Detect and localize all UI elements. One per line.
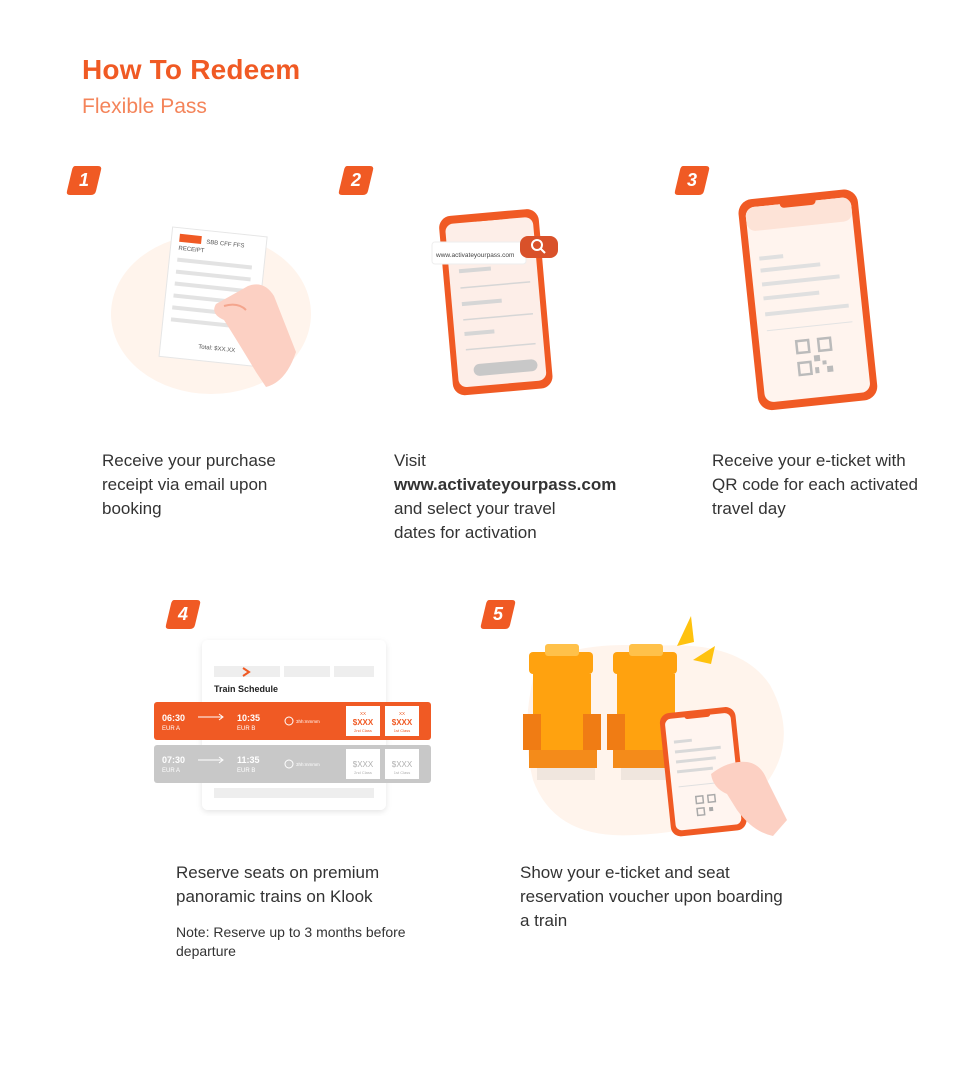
page-subtitle: Flexible Pass (82, 95, 207, 118)
schedule-row-2[interactable]: 07:30 EUR A 11:35 EUR B 3hh:mmmm $XXX 2n… (154, 745, 431, 783)
step-1-number: 1 (78, 170, 89, 190)
search-icon (531, 239, 543, 251)
qr-code-icon (694, 793, 717, 817)
row-1-price1: $XXX (353, 718, 374, 727)
row-2-depart-station: EUR A (162, 768, 180, 774)
row-2-arrive-station: EUR B (237, 768, 255, 774)
row-1-price1-label: 2nd Class (354, 728, 372, 733)
step-4-number: 4 (177, 604, 188, 624)
step-4-badge: 4 (165, 598, 201, 630)
row-1-price2: $XXX (392, 718, 413, 727)
row-1-price2-top: XX (399, 711, 405, 716)
row-2-duration: 3hh:mmmm (296, 762, 320, 767)
receipt-illustration: SBB CFF FFS RECEIPT Total: $XX.XX (106, 222, 321, 397)
step-1-description: Receive your purchase receipt via email … (102, 451, 276, 518)
url-bar-text: www.activateyourpass.com (435, 252, 514, 259)
step-1-badge: 1 (66, 164, 102, 196)
step-5-description: Show your e-ticket and seat reservation … (520, 863, 783, 930)
activate-pass-link[interactable]: www.activateyourpass.com (394, 475, 617, 494)
row-2-price2-label: 1st Class (394, 770, 410, 775)
qr-code-icon (794, 336, 834, 377)
receipt-total: Total: $XX.XX (198, 344, 235, 354)
step-3-number: 3 (686, 170, 697, 190)
row-1-depart-station: EUR A (162, 726, 180, 732)
step-2-badge: 2 (338, 164, 374, 196)
row-1-depart-time: 06:30 (162, 713, 185, 723)
sparkle-icon (677, 616, 694, 646)
schedule-row-1[interactable]: 06:30 EUR A 10:35 EUR B 3hh:mmmm XX $XXX… (154, 702, 431, 740)
row-2-price1: $XXX (353, 760, 374, 769)
row-1-duration: 3hh:mmmm (296, 719, 320, 724)
step-2-prefix: Visit (394, 451, 426, 470)
train-schedule-illustration: Train Schedule 06:30 EUR A 10:35 EUR B 3… (154, 636, 434, 816)
row-1-price1-top: XX (360, 711, 366, 716)
row-2-depart-time: 07:30 (162, 755, 185, 765)
row-1-arrive-time: 10:35 (237, 713, 260, 723)
step-4-note: Note: Reserve up to 3 months before depa… (176, 924, 406, 959)
sparkle-icon (693, 646, 715, 664)
phone-eticket-illustration (726, 186, 886, 416)
row-2-price2: $XXX (392, 760, 413, 769)
phone-activation-illustration: www.activateyourpass.com (428, 204, 568, 404)
step-2-number: 2 (350, 170, 361, 190)
row-1-arrive-station: EUR B (237, 726, 255, 732)
seats-phone-illustration (515, 610, 800, 855)
schedule-title: Train Schedule (214, 684, 278, 694)
step-2-description: Visit www.activateyourpass.com and selec… (394, 449, 654, 545)
step-4-description: Reserve seats on premium panoramic train… (176, 863, 380, 906)
step-3-badge: 3 (674, 164, 710, 196)
page-title: How To Redeem (82, 54, 301, 85)
row-1-price2-label: 1st Class (394, 728, 410, 733)
receipt-heading: RECEIPT (178, 246, 205, 255)
step-5-number: 5 (492, 604, 503, 624)
step-3-description: Receive your e-ticket with QR code for e… (712, 451, 919, 518)
clock-icon (284, 759, 294, 769)
receipt-brand: SBB CFF FFS (206, 240, 245, 250)
step-5-badge: 5 (480, 598, 516, 630)
row-2-price1-label: 2nd Class (354, 770, 372, 775)
step-2-suffix: and select your travel dates for activat… (394, 499, 556, 542)
train-seat-icon (523, 644, 601, 780)
clock-icon (284, 716, 294, 726)
row-2-arrive-time: 11:35 (237, 755, 260, 765)
train-seat-icon (607, 644, 685, 780)
